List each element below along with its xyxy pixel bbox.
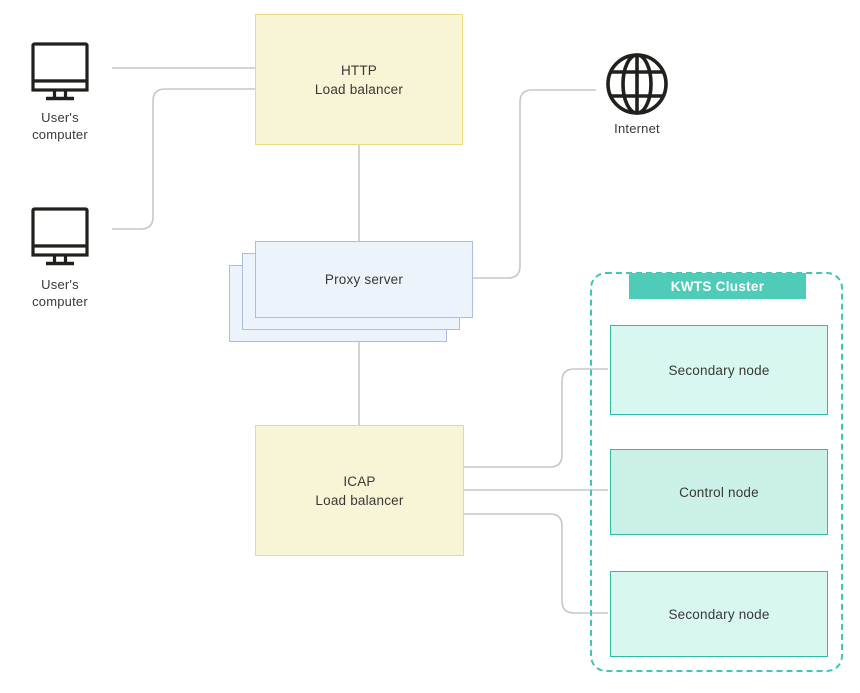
http-load-balancer-box: HTTP Load balancer bbox=[255, 14, 463, 145]
users-computer-1-label: User's computer bbox=[32, 110, 88, 142]
globe-icon bbox=[606, 53, 668, 115]
http-load-balancer-label: HTTP Load balancer bbox=[314, 62, 404, 97]
control-node-label: Control node bbox=[679, 484, 759, 500]
proxy-server-label: Proxy server bbox=[324, 272, 404, 287]
connector-icap-to-secondary-1 bbox=[464, 368, 608, 468]
internet-label: Internet bbox=[614, 121, 660, 136]
kwts-cluster: KWTS Cluster Secondary node Control node… bbox=[590, 272, 843, 672]
users-computer-1 bbox=[31, 42, 89, 109]
internet-node bbox=[604, 51, 670, 122]
monitor-icon bbox=[31, 42, 89, 101]
proxy-server-stack: Proxy server bbox=[229, 241, 473, 343]
secondary-node-1-label: Secondary node bbox=[668, 362, 770, 378]
connector-proxy-to-internet bbox=[473, 89, 596, 279]
proxy-server-box: Proxy server bbox=[255, 241, 473, 318]
secondary-node-1-box: Secondary node bbox=[610, 325, 828, 415]
kwts-cluster-title: KWTS Cluster bbox=[670, 278, 765, 294]
users-computer-2 bbox=[31, 207, 89, 274]
control-node-box: Control node bbox=[610, 449, 828, 535]
connector-user2-to-http-lb bbox=[112, 88, 255, 230]
connector-icap-to-secondary-2 bbox=[464, 513, 608, 614]
icap-load-balancer-box: ICAP Load balancer bbox=[255, 425, 464, 556]
secondary-node-2-box: Secondary node bbox=[610, 571, 828, 657]
icap-load-balancer-label: ICAP Load balancer bbox=[315, 473, 404, 508]
users-computer-2-label: User's computer bbox=[32, 277, 88, 309]
kwts-cluster-title-badge: KWTS Cluster bbox=[629, 273, 806, 299]
monitor-icon bbox=[31, 207, 89, 266]
secondary-node-2-label: Secondary node bbox=[668, 606, 770, 622]
